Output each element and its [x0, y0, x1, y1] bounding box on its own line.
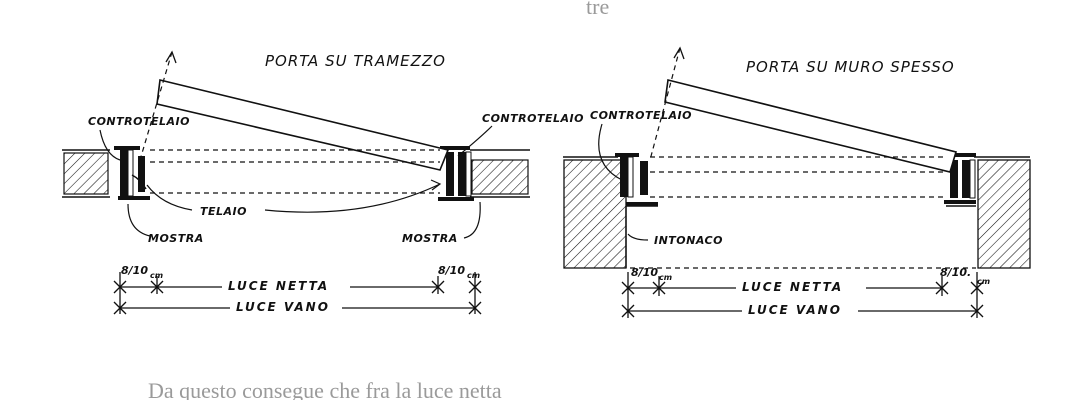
left-label-mostra-left: MOSTRA	[148, 232, 204, 245]
right-wall-thick	[563, 156, 1031, 269]
left-label-mostra-right: MOSTRA	[402, 232, 458, 245]
right-dashed-guides	[630, 156, 976, 269]
left-jamb-left	[114, 146, 150, 200]
right-label-controtelaio: CONTROTELAIO	[590, 109, 692, 122]
left-wall-partition	[62, 149, 530, 198]
right-dim-offset-right: 8/10.	[940, 266, 971, 279]
left-dashed-guides	[150, 149, 440, 194]
right-title: PORTA SU MURO SPESSO	[746, 58, 955, 76]
left-door-leaf	[139, 50, 450, 171]
left-dim-offset-right-unit: cm	[467, 271, 480, 280]
background-text-bottom: Da questo consegue che fra la luce netta	[148, 378, 502, 400]
right-dim-offset-right-unit: cm	[977, 277, 990, 286]
left-leaders	[99, 125, 493, 239]
right-dim-luce-netta: LUCE NETTA	[742, 280, 843, 294]
diagram-porta-su-muro-spesso: PORTA SU MURO SPESSO	[563, 46, 1031, 318]
right-dim-luce-vano: LUCE VANO	[748, 303, 842, 317]
left-dim-offset-right: 8/10	[438, 264, 465, 277]
left-dim-offset-left-unit: cm	[150, 271, 163, 280]
right-dimensions	[621, 272, 984, 318]
left-label-telaio: TELAIO	[200, 205, 247, 218]
right-dim-offset-left: 8/10	[631, 266, 658, 279]
left-dim-offset-left: 8/10	[121, 264, 148, 277]
left-dim-luce-netta: LUCE NETTA	[228, 279, 329, 293]
left-dim-luce-vano: LUCE VANO	[236, 300, 330, 314]
right-dim-offset-left-unit: cm	[659, 273, 672, 282]
left-label-controtelaio-left: CONTROTELAIO	[88, 115, 190, 128]
right-jamb-left	[615, 153, 658, 206]
right-leaders	[598, 123, 649, 241]
left-title: PORTA SU TRAMEZZO	[265, 52, 446, 70]
background-text-top: tre	[586, 0, 609, 19]
left-jamb-right	[438, 146, 474, 201]
left-label-controtelaio-right: CONTROTELAIO	[482, 112, 584, 125]
diagram-porta-su-tramezzo: PORTA SU TRAMEZZO	[62, 50, 584, 315]
left-dimensions	[113, 272, 482, 315]
right-label-intonaco: INTONACO	[654, 234, 723, 247]
right-jamb-right	[944, 153, 976, 204]
right-door-leaf	[649, 46, 958, 173]
